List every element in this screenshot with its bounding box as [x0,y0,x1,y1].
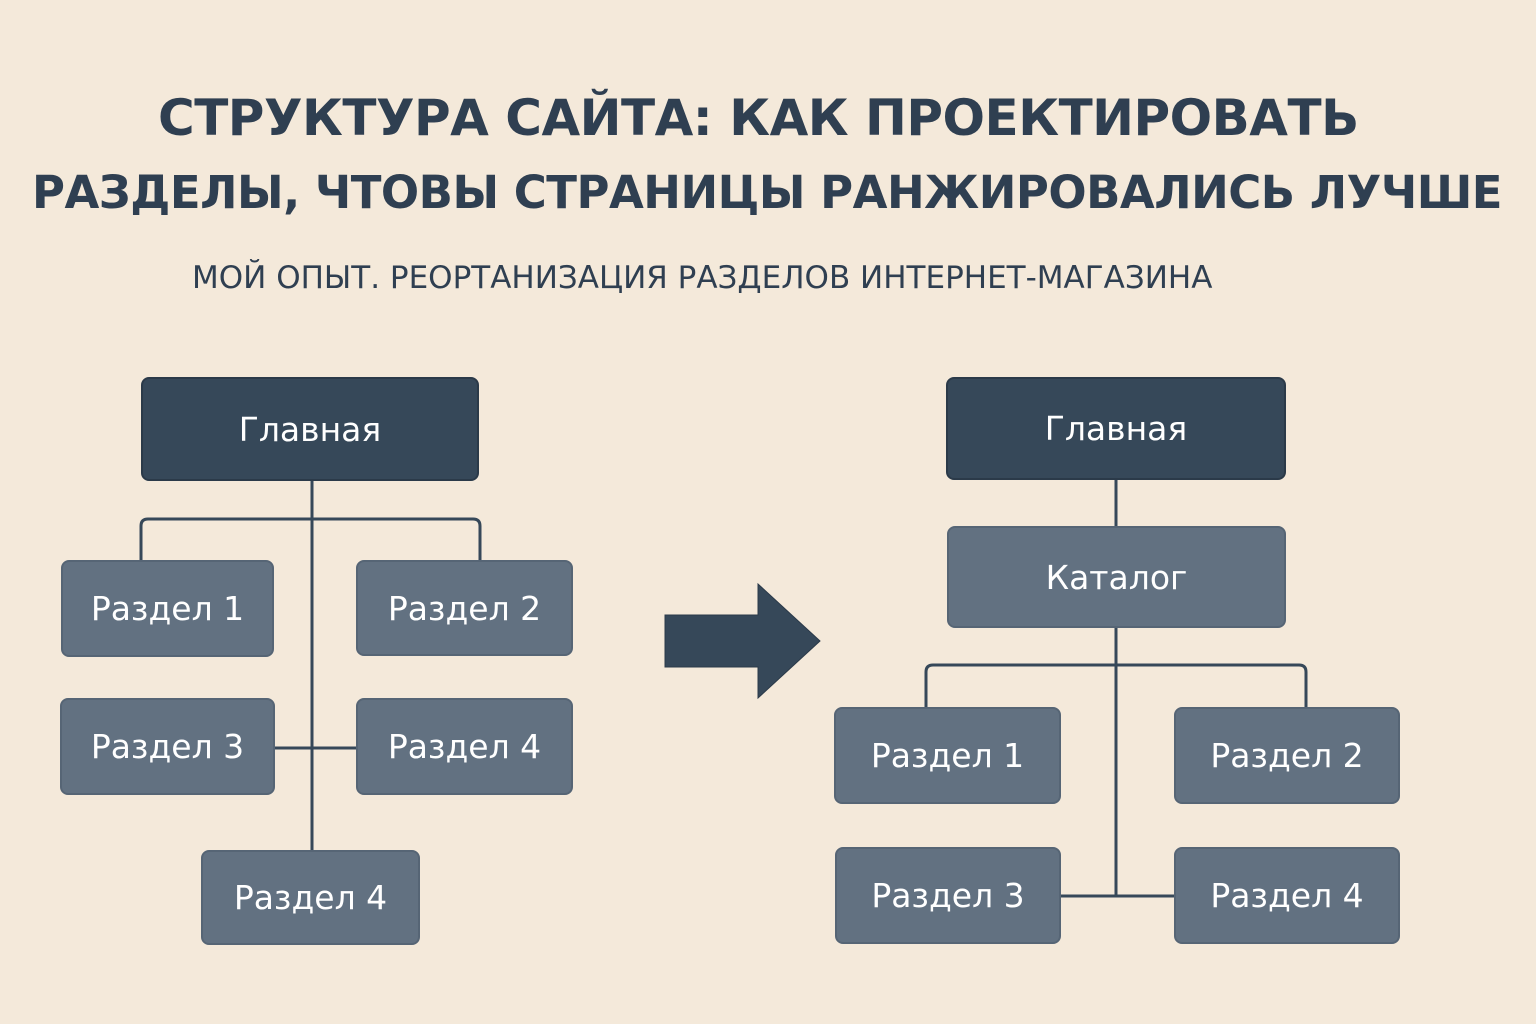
after-section-2-node: Раздел 2 [1174,707,1400,804]
before-section-2-node: Раздел 2 [356,560,573,656]
before-section-3-node: Раздел 3 [60,698,275,795]
before-section-4b-node: Раздел 4 [201,850,420,945]
after-section-3-node: Раздел 3 [835,847,1061,944]
before-section-4-node: Раздел 4 [356,698,573,795]
arrow-right-icon [664,582,821,700]
before-root-node: Главная [141,377,479,481]
after-section-4-node: Раздел 4 [1174,847,1400,944]
page-title-line-2: РАЗДЕЛЫ, ЧТОВЫ СТРАНИЦЫ РАНЖИРОВАЛИСЬ ЛУ… [32,166,1503,219]
page-title-line-1: СТРУКТУРА САЙТА: КАК ПРОЕКТИРОВАТЬ [158,89,1359,147]
page-subtitle: МОЙ ОПЫТ. РЕОРТАНИЗАЦИЯ РАЗДЕЛОВ ИНТЕРНЕ… [192,260,1213,296]
after-branch-top [924,663,1308,707]
after-section-1-node: Раздел 1 [834,707,1061,804]
before-branch-top [139,517,482,560]
before-section-1-node: Раздел 1 [61,560,274,657]
after-root-node: Главная [946,377,1286,480]
after-catalog-node: Каталог [947,526,1286,628]
